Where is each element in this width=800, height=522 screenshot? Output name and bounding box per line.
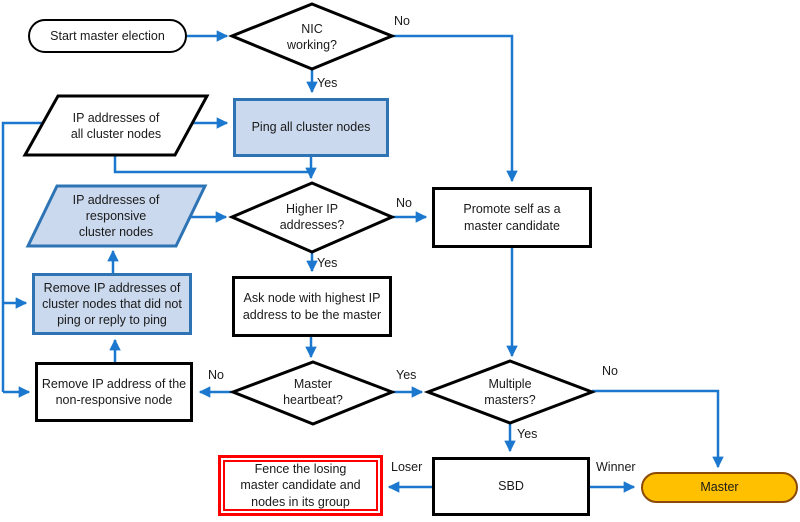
multiple-masters-decision	[423, 359, 597, 425]
sbd-process: SBD	[432, 457, 590, 516]
edge-label-nic-no: No	[394, 14, 410, 28]
edge-multiple-no-to-master	[592, 389, 724, 469]
edge-allnodes-bottom-join	[113, 155, 311, 174]
master-terminator: Master	[641, 472, 798, 503]
promote-process: Promote self as a master candidate	[432, 187, 592, 248]
edge-label-loser: Loser	[391, 460, 423, 474]
all-cluster-nodes-data	[22, 94, 210, 157]
edge-label-winner: Winner	[596, 460, 636, 474]
higher-ip-decision	[228, 181, 396, 254]
remove-unresponsive-ips-process: Remove IP addresses of cluster nodes tha…	[32, 273, 192, 335]
fence-alert-process: Fence the losing master candidate and no…	[218, 455, 383, 516]
edge-label-higher-no: No	[396, 196, 412, 210]
nic-working-decision	[228, 2, 396, 71]
responsive-nodes-data	[25, 184, 208, 248]
edge-label-multiple-yes: Yes	[517, 427, 538, 441]
ask-highest-ip-process: Ask node with highest IP address to be t…	[232, 276, 392, 337]
edge-label-higher-yes: Yes	[317, 256, 338, 270]
edge-nic-no-to-promote	[392, 34, 518, 183]
edge-label-multiple-no: No	[602, 364, 618, 378]
remove-nonresponsive-process: Remove IP address of the non-responsive …	[35, 362, 193, 422]
edge-feedback-trunk	[1, 121, 47, 392]
ping-process: Ping all cluster nodes	[233, 98, 389, 157]
fence-alert-inner: Fence the losing master candidate and no…	[223, 460, 378, 511]
start-terminator: Start master election	[28, 19, 187, 53]
edge-label-nic-yes: Yes	[317, 76, 338, 90]
edge-label-heartbeat-yes: Yes	[396, 368, 417, 382]
master-heartbeat-decision	[228, 360, 397, 426]
edge-label-heartbeat-no: No	[208, 368, 224, 382]
